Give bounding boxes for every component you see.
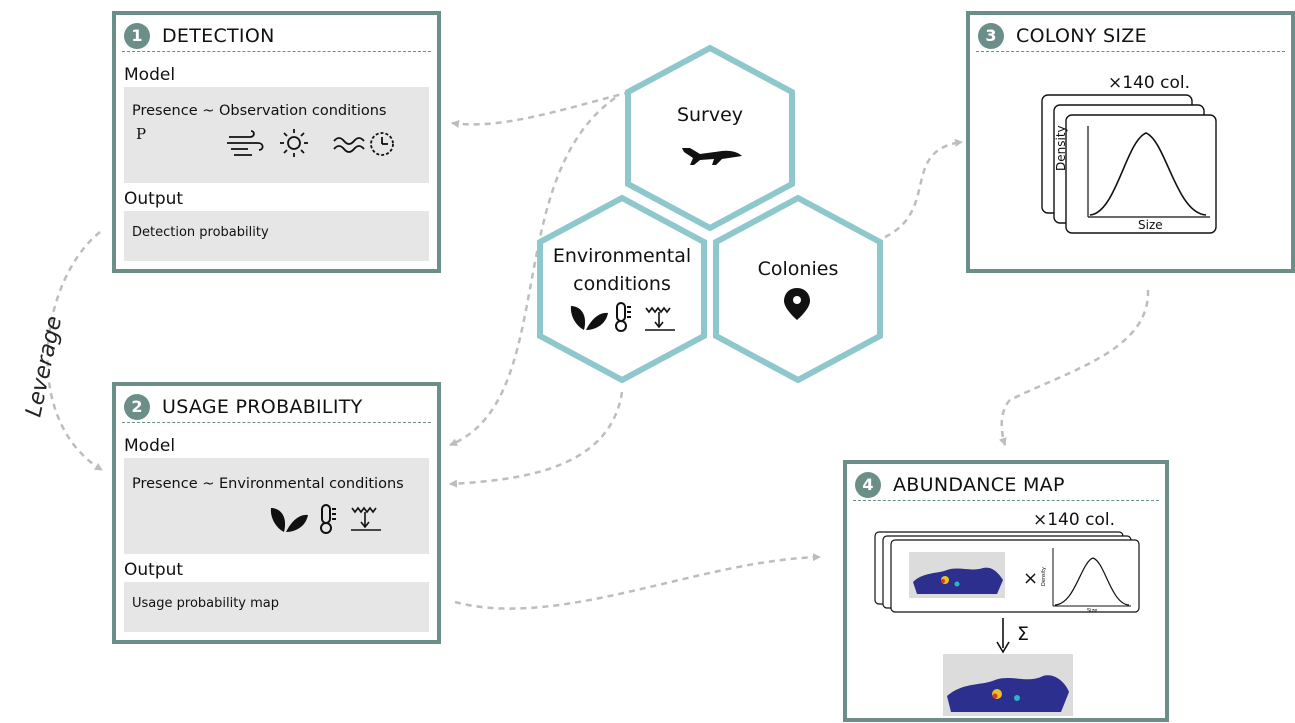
usage-panel: 2 USAGE PROBABILITY Model Presence ~ Env… [112,382,441,644]
model-formula: Presence ~ Observation conditions [132,103,387,119]
output-box: Detection probability [124,211,429,261]
density-curve-plot [1087,126,1210,218]
arrow-survey-to-detection [451,90,631,128]
mini-density-plot: Density Size [1041,548,1131,614]
panel-title: COLONY SIZE [1016,25,1147,47]
output-box: Usage probability map [124,582,429,632]
output-text: Detection probability [132,225,269,240]
abundance-header: 4 ABUNDANCE MAP [853,470,1159,501]
panel-title: DETECTION [162,25,275,47]
model-formula: Presence ~ Environmental conditions [132,476,404,492]
panel-title: USAGE PROBABILITY [162,396,363,418]
abundance-panel: 4 ABUNDANCE MAP ×140 col. × Density Size… [843,460,1169,722]
survey-label: Survey [676,104,744,126]
hex-survey [625,44,795,232]
colony-count: ×140 col. [1033,510,1115,530]
arrow-colonies-to-colony [884,138,963,239]
abundance-map-thumbnail [943,654,1073,716]
colony-count: ×140 col. [1108,73,1190,93]
sigma-sign: Σ [1017,623,1029,645]
colonies-label: Colonies [757,258,839,280]
arrow-env-to-usage [449,391,624,488]
thermometer-icon [320,504,336,534]
arrow-colony-to-abundance [998,289,1150,446]
waves-icon [333,137,365,153]
output-text: Usage probability map [132,596,280,611]
leaf-icon [270,508,308,532]
observation-icons [227,129,394,157]
environment-icons [270,504,381,534]
y-axis-label: Density [1054,125,1068,171]
arrow-survey-to-usage [449,96,616,447]
p-symbol: P [136,125,147,143]
plane-icon [682,148,742,165]
model-box: Presence ~ Observation conditions P [124,87,429,183]
svg-text:Size: Size [1087,608,1097,614]
leaf-icon [570,306,608,330]
hex-environmental [537,194,707,384]
depth-icon [351,506,381,531]
output-label: Output [124,189,184,209]
step-number: 3 [978,23,1004,49]
colony-size-header: 3 COLONY SIZE [976,21,1285,52]
density-cards [1041,94,1217,234]
model-box: Presence ~ Environmental conditions [124,458,429,554]
thermometer-icon [615,302,631,332]
step-number: 4 [855,472,881,498]
detection-header: 1 DETECTION [122,21,431,52]
model-label: Model [124,65,176,85]
depth-icon [645,306,675,331]
arrow-leverage [46,231,103,472]
svg-text:Density: Density [1041,567,1047,586]
arrow-usage-to-abundance [454,553,821,610]
usage-map-thumbnail [909,552,1005,598]
usage-header: 2 USAGE PROBABILITY [122,392,431,423]
density-curve [1089,132,1207,216]
colony-size-panel: 3 COLONY SIZE ×140 col. Size Density [966,11,1295,273]
location-pin-icon [784,288,810,320]
step-number: 1 [124,23,150,49]
output-label: Output [124,560,184,580]
wind-icon [227,130,264,156]
sum-arrow [996,618,1010,654]
environmental-label-line2: conditions [573,273,671,295]
panel-title: ABUNDANCE MAP [893,474,1065,496]
model-label: Model [124,436,176,456]
environmental-label-line1: Environmental [552,245,692,267]
detection-panel: 1 DETECTION Model Presence ~ Observation… [112,11,441,273]
sun-icon [280,129,308,157]
clock-icon [370,132,394,156]
x-axis-label: Size [1138,218,1163,232]
step-number: 2 [124,394,150,420]
times-sign: × [1023,568,1038,589]
map-stack: × Density Size Σ [874,531,1140,716]
